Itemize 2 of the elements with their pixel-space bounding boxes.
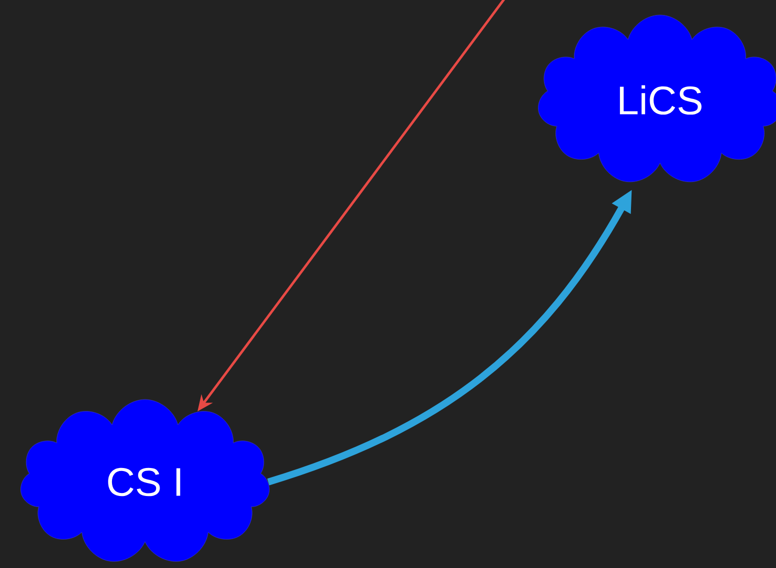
cloud: LiCS <box>538 14 776 182</box>
cloud: CS I <box>20 399 270 562</box>
